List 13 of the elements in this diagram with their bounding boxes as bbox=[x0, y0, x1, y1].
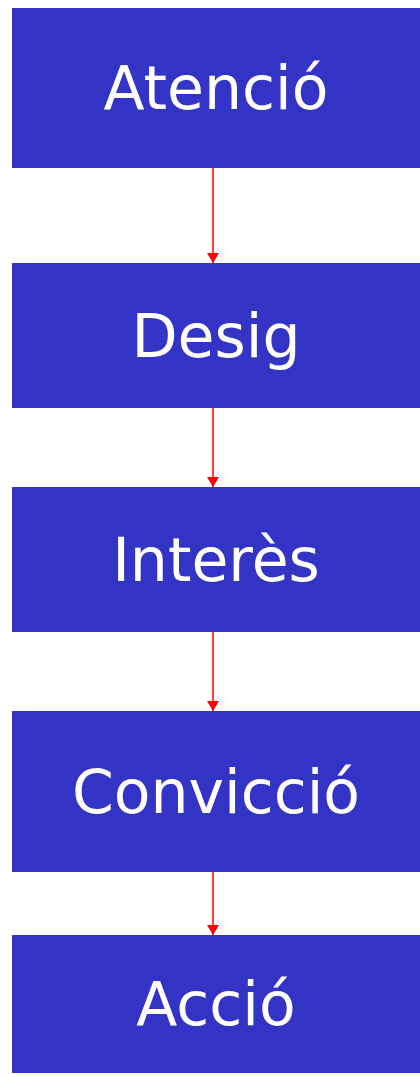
box-label: Convicció bbox=[71, 761, 361, 822]
arrow bbox=[207, 167, 219, 264]
box-label: Interès bbox=[112, 529, 320, 590]
arrow bbox=[207, 871, 219, 936]
process-box bbox=[12, 711, 420, 872]
process-box bbox=[12, 8, 420, 168]
box-label: Atenció bbox=[103, 58, 329, 118]
process-box bbox=[12, 487, 420, 632]
process-box bbox=[12, 935, 420, 1073]
process-box bbox=[12, 263, 420, 408]
arrow bbox=[207, 631, 219, 712]
box-label: Acció bbox=[136, 974, 296, 1034]
arrow bbox=[207, 407, 219, 488]
